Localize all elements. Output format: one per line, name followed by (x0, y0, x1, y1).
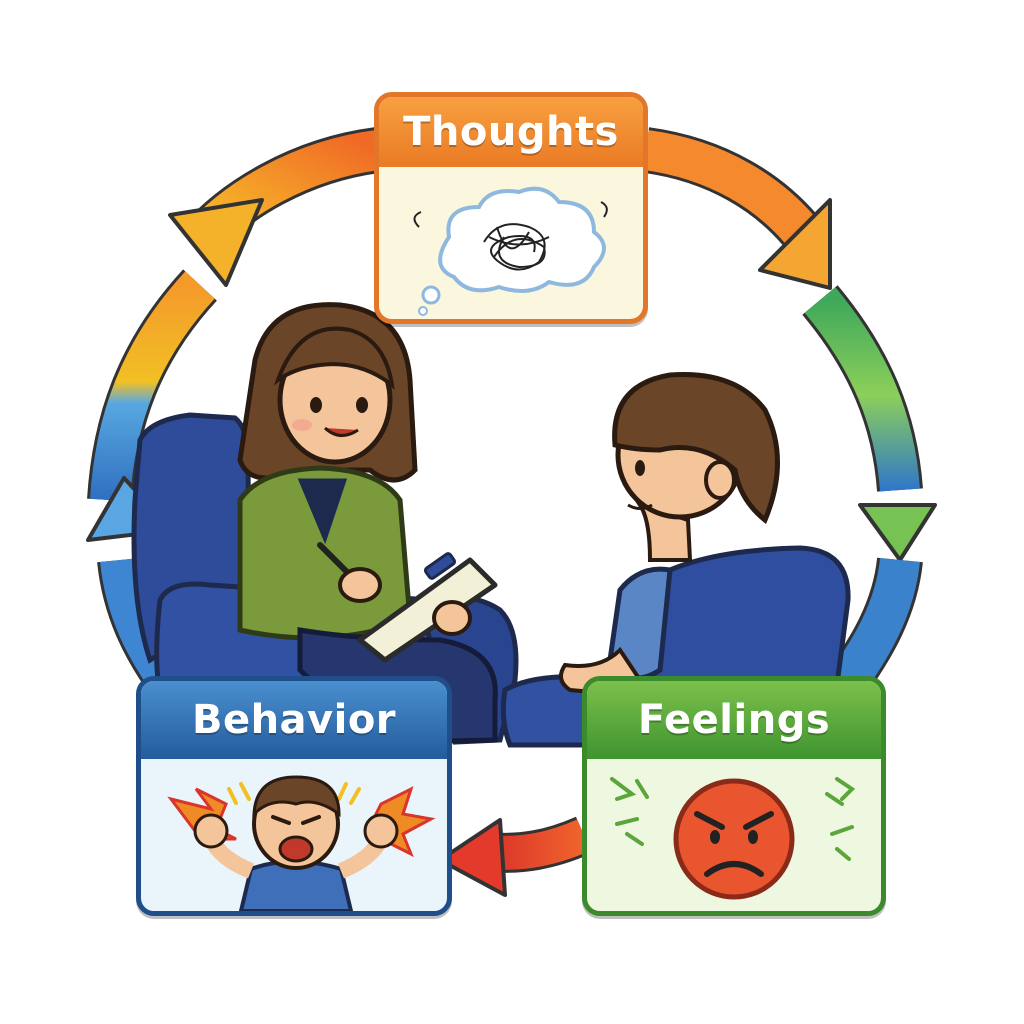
arrow-feelings-to-behavior (438, 816, 593, 897)
thoughts-card: Thoughts (374, 92, 648, 324)
arrow-behavior-to-thoughts (86, 127, 382, 704)
feelings-body (587, 759, 881, 911)
thoughts-label: Thoughts (403, 109, 619, 155)
child-figure (559, 371, 780, 694)
behavior-label: Behavior (191, 697, 397, 743)
thoughts-body (379, 167, 643, 319)
feelings-card: Feelings (582, 676, 886, 916)
arrow-thoughts-to-feelings (642, 127, 937, 699)
tangled-thought-cloud-icon (413, 186, 608, 316)
behavior-header: Behavior (141, 681, 447, 759)
shouting-child-icon (167, 775, 436, 911)
angry-face-icon (610, 777, 856, 900)
behavior-card: Behavior (136, 676, 452, 916)
feelings-header: Feelings (587, 681, 881, 759)
feelings-label: Feelings (637, 697, 831, 743)
behavior-body (141, 759, 447, 911)
thoughts-header: Thoughts (379, 97, 643, 167)
